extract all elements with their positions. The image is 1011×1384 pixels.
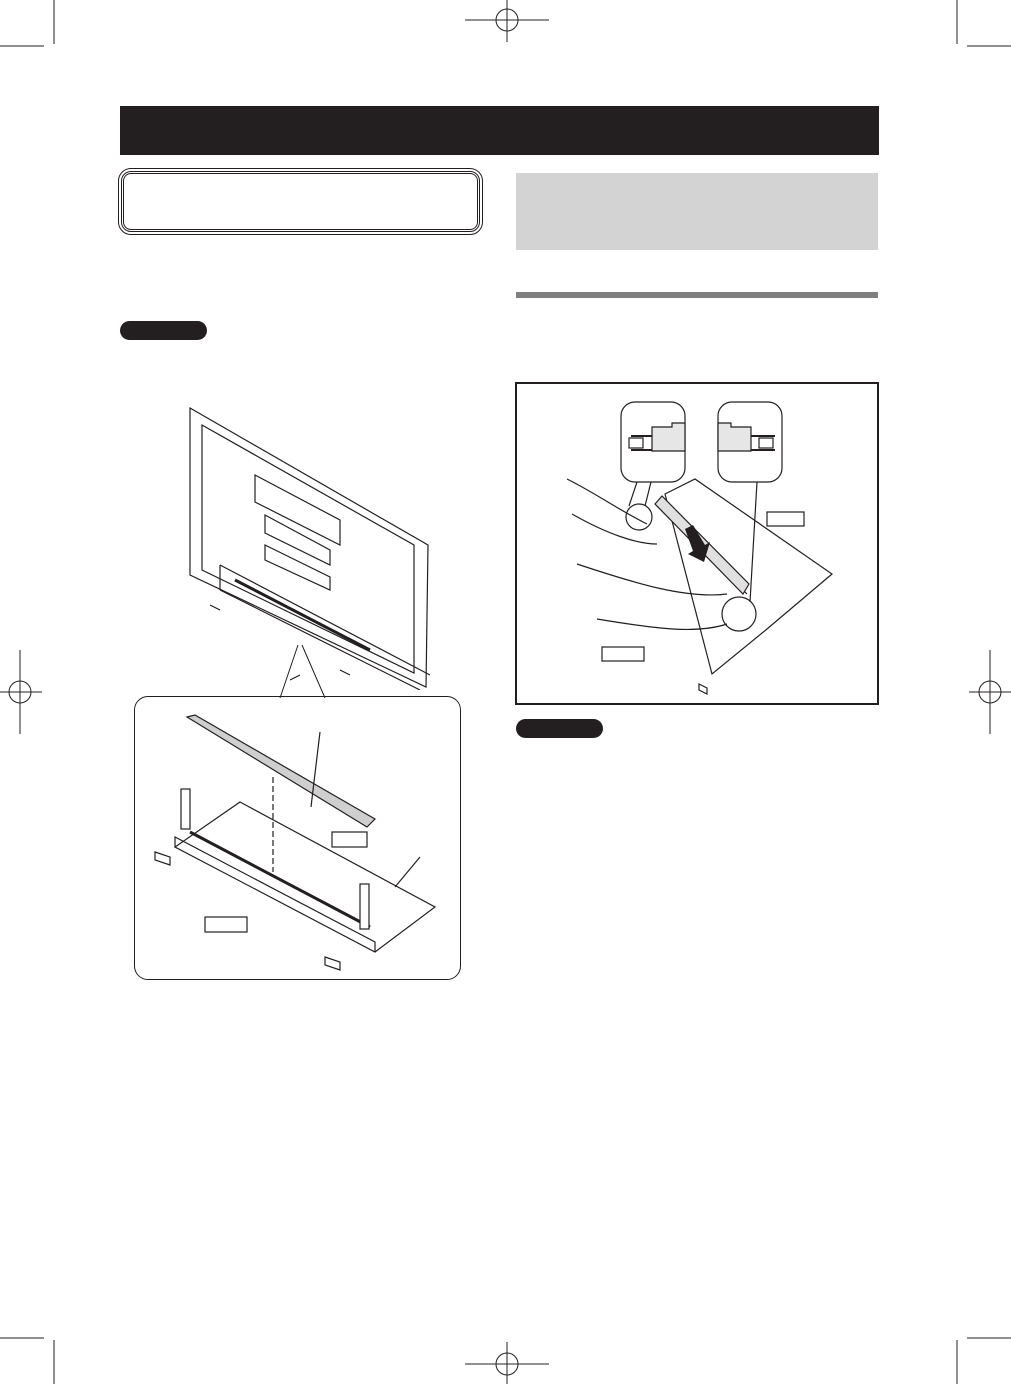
section-header-bar [120, 106, 879, 155]
down-arrow-icon [685, 525, 710, 562]
note-pill-label [120, 321, 207, 340]
crop-mark-icon [956, 1337, 1011, 1384]
note-pill-label [516, 719, 603, 738]
crop-mark-icon [956, 0, 1011, 47]
tv-rear-illustration [189, 406, 430, 690]
crop-mark-icon [0, 1337, 55, 1384]
registration-mark-icon [969, 650, 1011, 734]
registration-mark-icon [465, 0, 549, 42]
stand-part-illustration [154, 714, 437, 971]
section-rule [516, 292, 878, 298]
callout-lines [279, 644, 326, 699]
registration-mark-icon [465, 1342, 549, 1384]
registration-mark-icon [0, 650, 42, 734]
installation-figure [515, 382, 879, 705]
detail-callout-figure [134, 696, 461, 980]
shaded-heading-box [516, 173, 878, 250]
stand-install-illustration [566, 401, 833, 695]
crop-mark-icon [0, 0, 55, 47]
title-box [118, 168, 483, 235]
